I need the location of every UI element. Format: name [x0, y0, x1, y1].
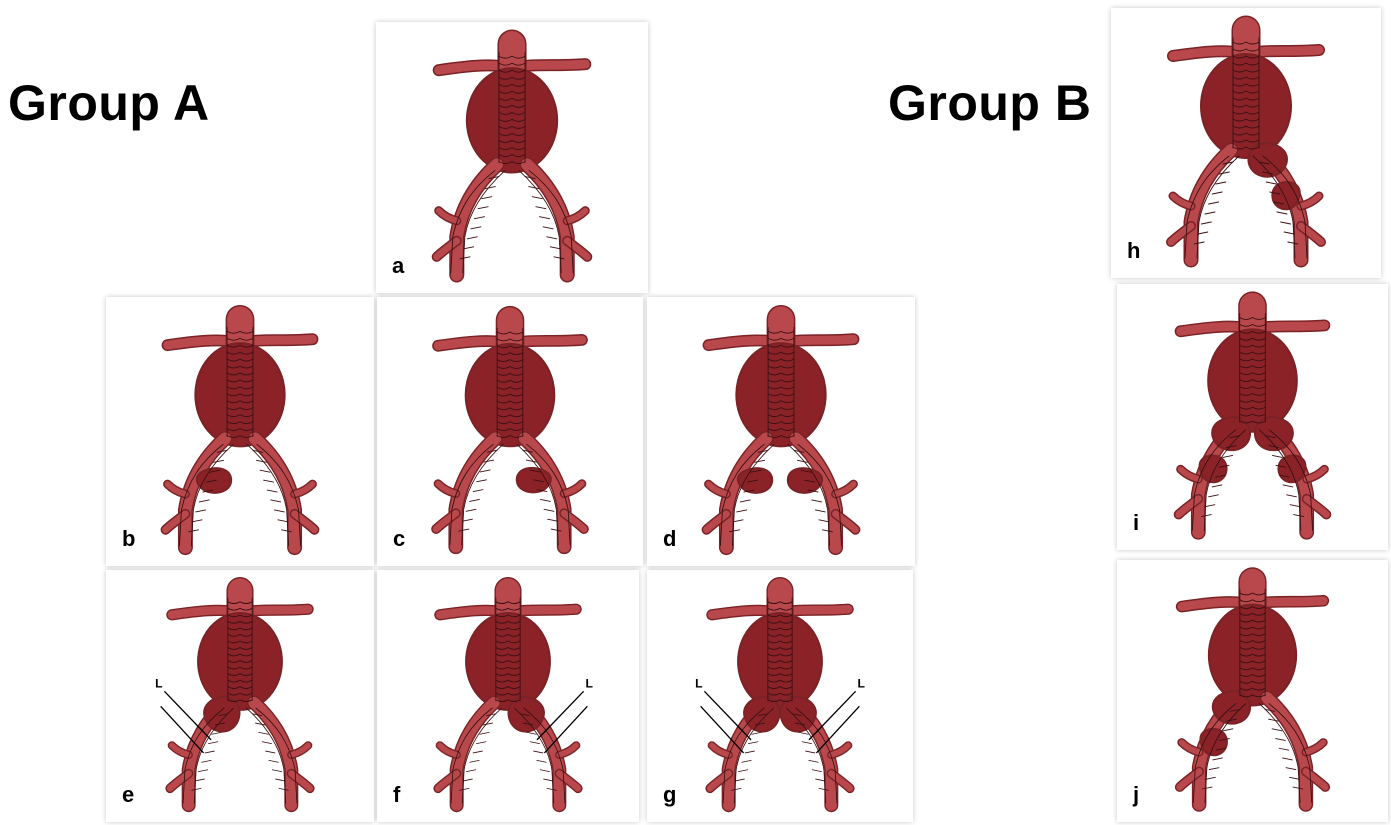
- panel-label-a: a: [392, 253, 404, 279]
- panel-label-e: e: [122, 782, 134, 808]
- panel-label-b: b: [122, 526, 135, 552]
- panel-a: a: [376, 22, 648, 293]
- aorta-diagram-g: LL: [647, 570, 913, 822]
- right-renal-artery: [1263, 601, 1323, 603]
- left-renal-artery: [168, 340, 230, 345]
- panel-label-j: j: [1133, 782, 1139, 808]
- length-label-left: L: [695, 677, 703, 691]
- length-label-right: L: [857, 677, 865, 691]
- panel-d: d: [647, 297, 915, 566]
- left-renal-artery: [1173, 51, 1235, 56]
- aorta-diagram-h: [1111, 8, 1381, 278]
- aorta-diagram-e: L: [106, 570, 374, 822]
- left-renal-artery: [438, 341, 499, 346]
- left-renal-artery: [439, 65, 501, 70]
- aorta-diagram-d: [647, 297, 915, 566]
- right-renal-artery: [1257, 50, 1319, 52]
- aorta-diagram-a: [376, 22, 648, 293]
- length-label-right: L: [585, 677, 593, 691]
- aorta-diagram-f: L: [377, 570, 639, 822]
- left-proximal-iliac-aneurysm: [204, 697, 240, 732]
- right-renal-artery: [792, 339, 854, 341]
- right-renal-artery: [790, 609, 848, 611]
- right-renal-artery: [251, 339, 313, 341]
- left-renal-artery: [1182, 602, 1242, 607]
- right-renal-artery: [523, 64, 585, 66]
- group-b-title: Group B: [888, 74, 1091, 132]
- panel-label-c: c: [393, 526, 405, 552]
- panel-f: L f: [377, 570, 639, 822]
- left-renal-artery: [172, 610, 230, 614]
- panel-g: LL g: [647, 570, 913, 822]
- right-renal-artery: [250, 609, 308, 611]
- left-renal-artery: [1181, 327, 1242, 332]
- panel-b: b: [106, 297, 374, 566]
- right-proximal-iliac-aneurysm: [508, 697, 544, 732]
- right-proximal-iliac-aneurysm: [780, 697, 816, 732]
- panel-label-f: f: [393, 782, 400, 808]
- length-label-left: L: [155, 677, 163, 691]
- panel-i: i: [1117, 284, 1388, 550]
- panel-h: h: [1111, 8, 1381, 278]
- aorta-diagram-i: [1117, 284, 1388, 550]
- panel-label-h: h: [1127, 238, 1140, 264]
- panel-label-g: g: [663, 782, 676, 808]
- panel-j: j: [1117, 560, 1388, 822]
- group-a-title: Group A: [8, 74, 210, 132]
- panel-label-d: d: [663, 526, 676, 552]
- panel-label-i: i: [1133, 510, 1139, 536]
- aorta-diagram-c: [377, 297, 643, 566]
- left-renal-artery: [440, 610, 498, 614]
- panel-c: c: [377, 297, 643, 566]
- aorta-diagram-b: [106, 297, 374, 566]
- left-proximal-iliac-aneurysm: [744, 697, 780, 732]
- left-renal-artery: [709, 340, 771, 345]
- right-renal-artery: [518, 609, 576, 611]
- left-renal-artery: [712, 610, 770, 614]
- right-renal-artery: [1263, 325, 1324, 327]
- panel-e: L e: [106, 570, 374, 822]
- right-renal-artery: [521, 340, 582, 342]
- aorta-diagram-j: [1117, 560, 1388, 822]
